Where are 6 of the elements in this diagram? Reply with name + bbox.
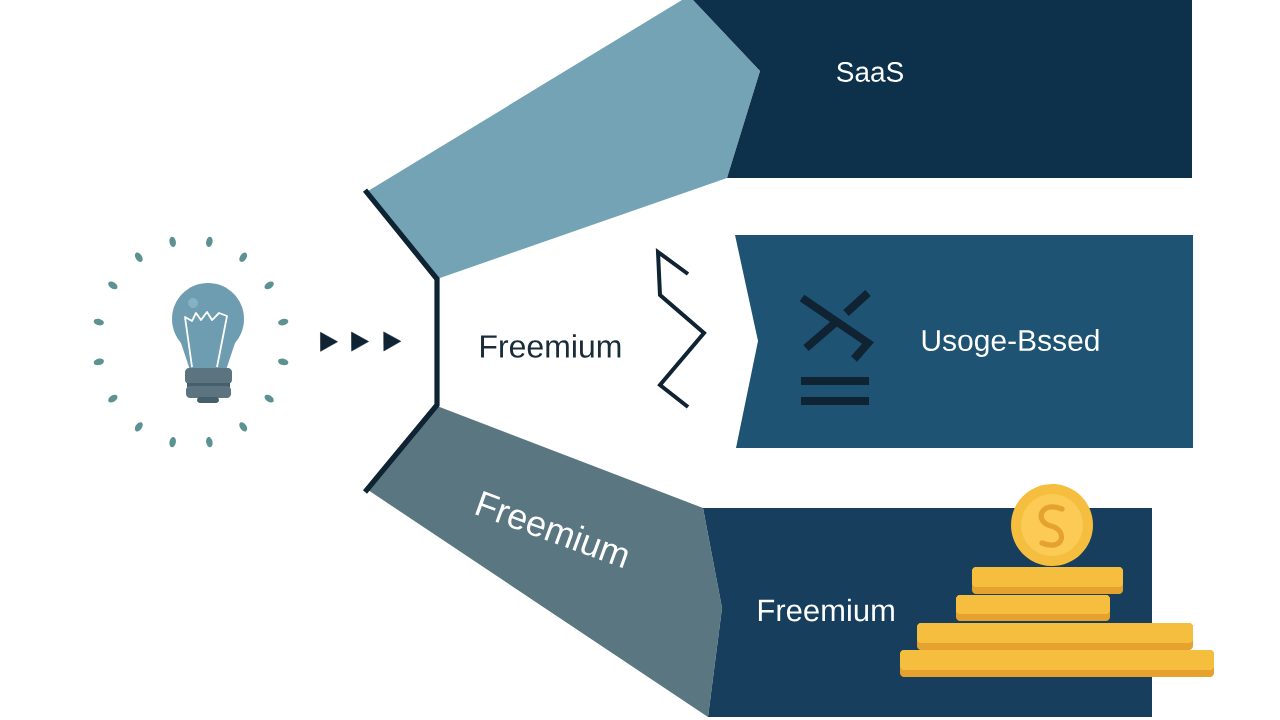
label-text: Freemium: [481, 334, 621, 358]
bracket-line: [363, 188, 440, 494]
banner-box: SaaS: [693, 0, 1192, 178]
arrow: [320, 331, 402, 352]
banner-box: Usoge-Bssed: [735, 235, 1193, 448]
funnel-band: [368, 0, 760, 279]
